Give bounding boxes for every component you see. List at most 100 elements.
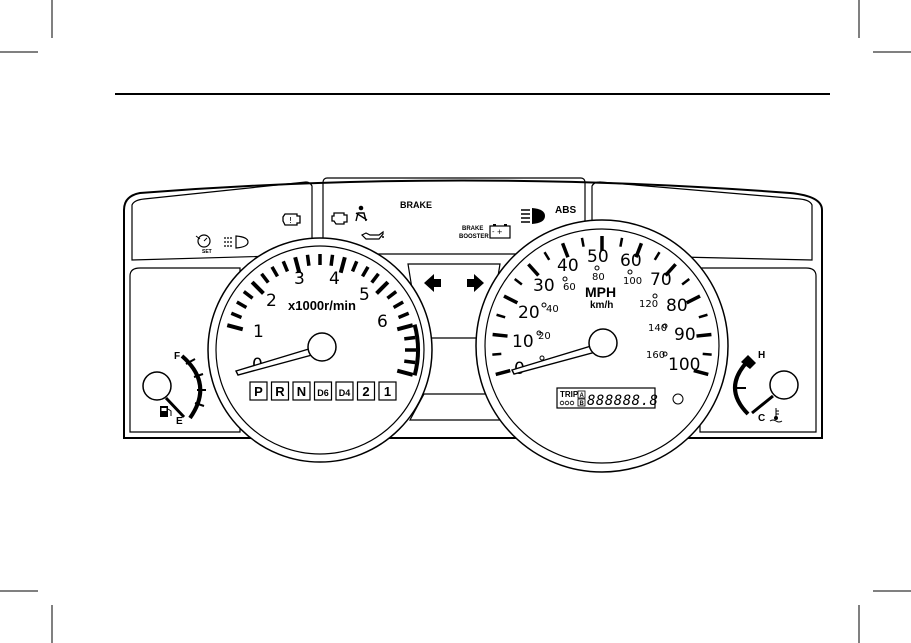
check-engine-icon	[331, 212, 348, 225]
center-warning-panel	[322, 177, 586, 255]
speedo-tick	[696, 332, 712, 338]
tach-tick	[281, 260, 290, 273]
trip-b-label: B	[580, 401, 585, 407]
tach-redline-band	[412, 324, 420, 376]
lower-left-panel	[129, 267, 241, 433]
odometer-digits: 888888.8	[587, 393, 658, 409]
tach-label-5: 5	[359, 285, 370, 305]
abs-warning-label: ABS	[555, 205, 576, 216]
tach-tick	[235, 300, 248, 310]
mph-label-70: 70	[650, 270, 672, 290]
brake-booster-label-2: BOOSTER	[459, 234, 489, 240]
speedo-tick	[580, 237, 585, 247]
oil-pressure-icon	[360, 230, 384, 240]
seatbelt-icon	[355, 205, 368, 222]
battery-icon: - +	[489, 224, 511, 239]
cluster-housing-inner-line	[131, 181, 813, 261]
svg-text:- +: - +	[492, 228, 503, 236]
temp-gauge-arc	[733, 359, 750, 416]
trip-reset-knob	[672, 393, 684, 405]
gear-box	[335, 381, 354, 401]
svg-text:!: !	[289, 216, 292, 225]
tach-tick	[370, 272, 380, 284]
temp-gauge-hot-zone	[741, 355, 756, 369]
speedometer-scale	[492, 236, 712, 377]
speedo-tick	[492, 332, 508, 338]
speedo-tick	[492, 352, 502, 356]
gear-label-2: 2	[362, 384, 369, 399]
mph-label-30: 30	[533, 276, 555, 296]
kmh-label-160: 160	[646, 350, 665, 361]
mph-label-20: 20	[518, 303, 540, 323]
gear-label-1: 1	[384, 384, 391, 399]
fuel-full-label: F	[174, 351, 180, 362]
tach-tick	[338, 256, 347, 274]
tach-tick	[350, 260, 359, 273]
tach-tick	[392, 300, 405, 310]
high-beam-icon	[521, 208, 545, 224]
gear-box	[378, 381, 397, 401]
warning-telltales: ! BRAKE BRAKE BOOSTER - + ABS	[195, 200, 576, 255]
speedo-tick	[634, 242, 644, 258]
gear-label-p: P	[254, 384, 263, 399]
kmh-label-20: 20	[538, 331, 551, 342]
speedo-tick	[653, 251, 661, 261]
gear-label-r: R	[275, 384, 285, 399]
speedo-tick	[702, 352, 712, 356]
brake-booster-label-1: BRAKE	[462, 226, 483, 232]
speedometer-mph-labels: 0 10 20 30 40 50 60 70 80 90 100	[512, 247, 700, 379]
kmh-label-40: 40	[546, 304, 559, 315]
fuel-pump-icon	[160, 406, 172, 417]
fuel-empty-label: E	[176, 416, 183, 427]
speedometer-hub	[588, 328, 618, 358]
temp-gauge-hub	[769, 370, 799, 400]
tach-tick	[329, 254, 335, 266]
speedo-tick	[513, 278, 523, 286]
speedo-tick	[685, 294, 701, 305]
tach-tick	[404, 335, 416, 341]
lower-right-panel	[699, 267, 817, 433]
tach-tick	[242, 290, 254, 300]
mph-label-50: 50	[587, 247, 609, 267]
fog-light-icon	[224, 235, 249, 249]
kmh-label-140: 140	[648, 323, 667, 334]
tach-label-4: 4	[329, 269, 340, 289]
kmh-label-100: 100	[623, 276, 642, 287]
tach-tick	[250, 280, 265, 295]
brake-warning-label: BRAKE	[400, 200, 432, 210]
tach-tick	[360, 265, 370, 278]
temp-needle	[751, 394, 774, 415]
mph-label-10: 10	[512, 332, 534, 352]
tach-tick	[396, 368, 414, 377]
tach-label-6: 6	[377, 312, 388, 332]
gear-box	[313, 381, 333, 401]
speedo-tick	[495, 368, 511, 377]
speedo-tick	[527, 263, 540, 277]
gear-label-n: N	[297, 384, 306, 399]
speedo-tick	[664, 263, 677, 277]
trip-a-label: A	[580, 393, 585, 399]
speedo-tick	[698, 313, 708, 319]
speed-unit-kmh: km/h	[590, 300, 613, 311]
speedo-tick	[496, 313, 506, 319]
tach-label-2: 2	[266, 291, 277, 311]
tach-label-1: 1	[253, 322, 264, 342]
trip-lamps	[559, 400, 575, 406]
tachometer-hub	[307, 332, 337, 362]
tach-tick	[270, 265, 280, 278]
tach-tick	[404, 359, 416, 365]
speedometer-kmh-labels: 20 40 60 80 100 120 140 160	[536, 265, 668, 361]
tach-tick	[397, 311, 410, 320]
speedo-tick	[543, 251, 551, 261]
tach-tick	[293, 256, 302, 274]
engine-warning-icon: !	[282, 213, 301, 226]
fuel-gauge-ticks	[185, 358, 206, 407]
cruise-set-label: SET	[202, 249, 212, 255]
tach-tick	[386, 290, 398, 300]
speed-unit-mph: MPH	[585, 284, 616, 300]
kmh-label-120: 120	[639, 299, 658, 310]
tach-tick	[260, 272, 270, 284]
